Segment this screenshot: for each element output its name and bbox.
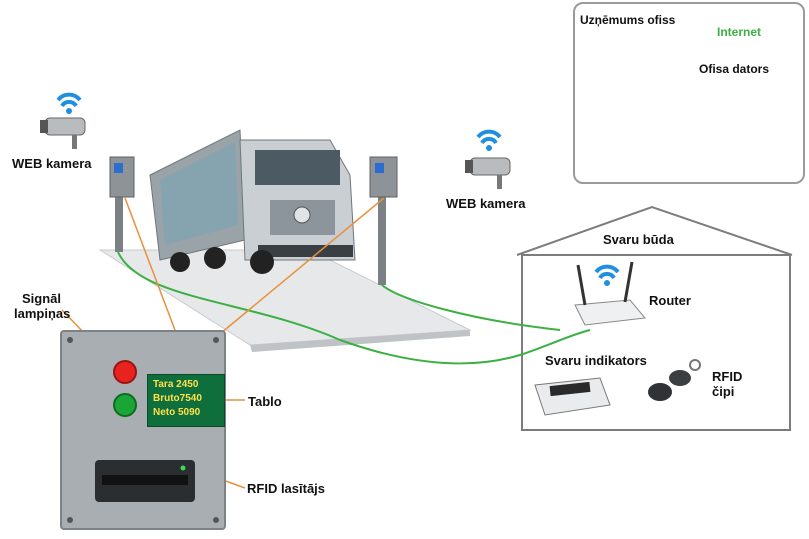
right-terminal-screen [375, 163, 384, 173]
truck-wheel-rear2 [170, 252, 190, 272]
tablo-line-neto: Neto 5090 [153, 407, 201, 418]
right-camera-label: WEB kamera [446, 196, 526, 211]
right-camera-icon [465, 129, 511, 189]
panel-screw-tr [213, 337, 219, 343]
booth-title: Svaru būda [603, 232, 674, 247]
rfid-reader-opening [102, 475, 188, 485]
truck-trailer-side [160, 142, 238, 245]
red-lamp-icon [113, 360, 137, 384]
rfid-chips-label-line1: RFID [712, 369, 743, 384]
network-cable [117, 251, 591, 365]
truck-bumper [258, 245, 353, 257]
rfid-chips-icon [648, 359, 701, 401]
left-terminal-screen [114, 163, 123, 173]
truck-windshield [255, 150, 340, 185]
network-cable-2 [381, 284, 561, 331]
left-camera-label: WEB kamera [12, 156, 92, 171]
truck-wheel-rear [204, 247, 226, 269]
green-lamp-icon [113, 393, 137, 417]
left-camera-icon [40, 92, 86, 149]
signal-lamps-label-line1: Signāl [22, 291, 62, 306]
internet-label: Internet [717, 25, 762, 39]
panel-screw-tl [67, 337, 73, 343]
truck-wheel-front [250, 250, 274, 274]
booth-walls [521, 254, 791, 431]
scale-platform-edge [250, 330, 470, 352]
tablo-line-tara: Tara 2450 [153, 379, 199, 390]
router-icon [574, 261, 646, 326]
office-computer-label: Ofisa dators [699, 62, 770, 76]
rfid-chips-label-line2: čipi [712, 384, 735, 399]
office-box [573, 2, 805, 184]
right-pole [378, 190, 386, 285]
tablo-display: Tara 2450 Bruto7540 Neto 5090 [147, 374, 225, 427]
left-pole [115, 190, 123, 252]
tablo-line-bruto: Bruto7540 [153, 393, 202, 404]
signal-lamps-label-line2: lampiņas [14, 306, 71, 321]
scale-indicator-icon [534, 377, 611, 416]
booth-roof [516, 205, 793, 256]
office-title: Uzņēmums ofiss [580, 13, 676, 27]
truck-logo [293, 206, 311, 224]
panel-screw-bl [67, 517, 73, 523]
scale-indicator-label: Svaru indikators [545, 353, 647, 368]
tablo-label: Tablo [248, 394, 282, 409]
rfid-reader-led [180, 465, 186, 471]
router-label: Router [649, 293, 691, 308]
panel-screw-br [213, 517, 219, 523]
rfid-reader-label: RFID lasītājs [247, 481, 326, 496]
